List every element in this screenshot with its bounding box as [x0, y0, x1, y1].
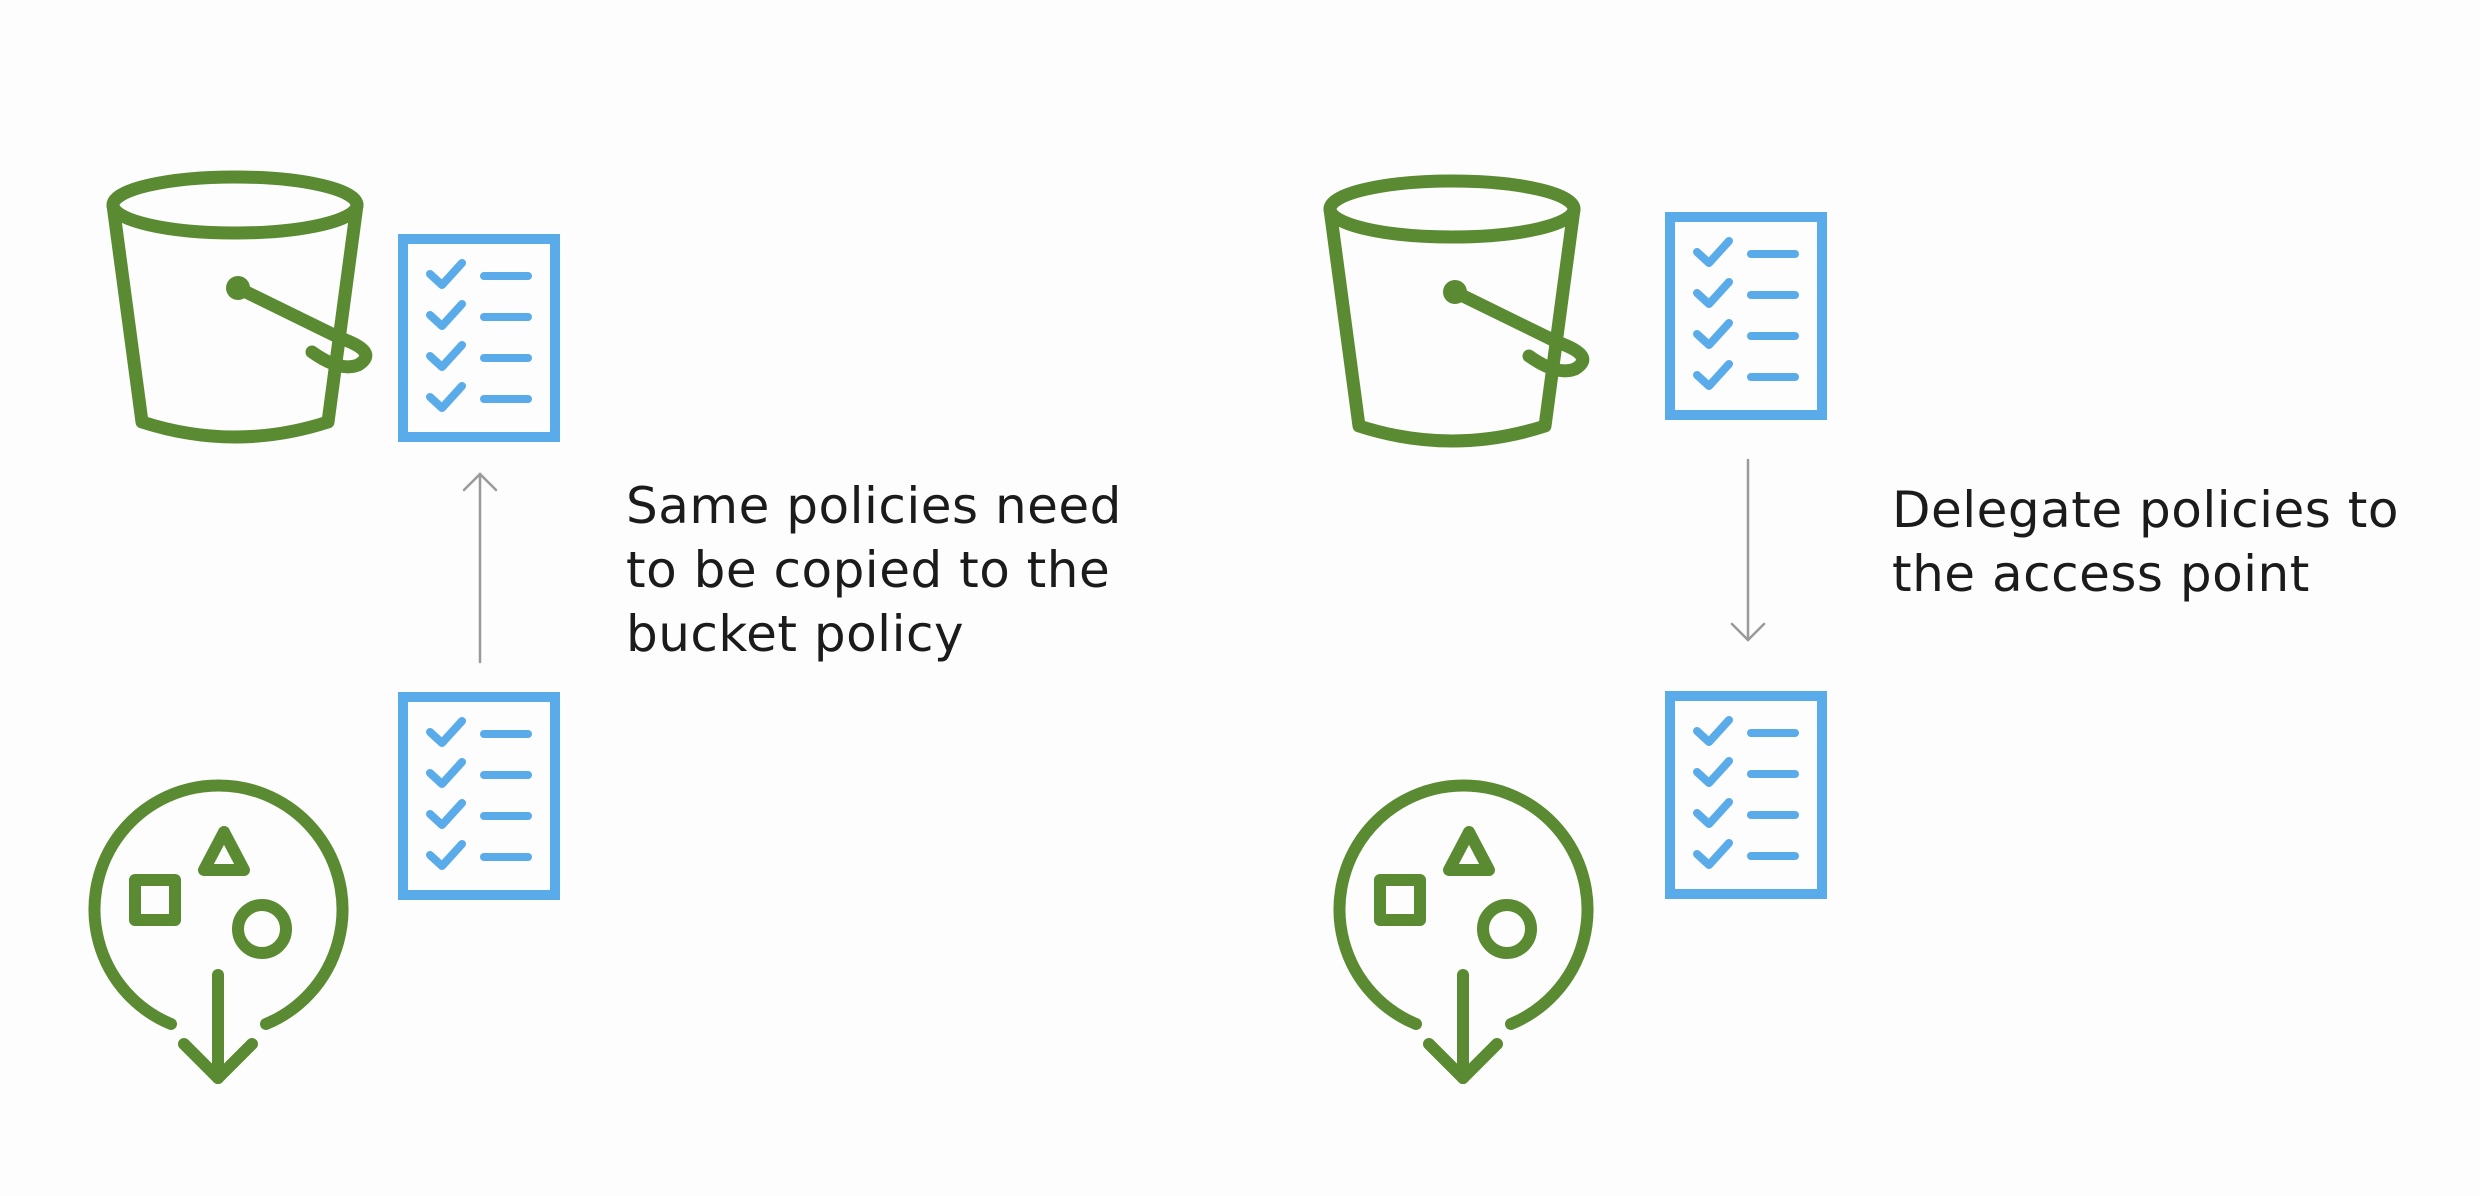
caption-line: to be copied to the	[626, 541, 1111, 599]
policy-document-icon	[398, 234, 560, 442]
s3-access-point-icon	[1333, 779, 1594, 1084]
policy-document-icon	[1665, 212, 1827, 420]
arrow-up-icon	[462, 472, 498, 664]
s3-access-point-icon	[88, 779, 349, 1084]
caption-line: Same policies need	[626, 477, 1122, 535]
panel-caption: Same policies need to be copied to the b…	[626, 474, 1122, 666]
caption-line: Delegate policies to	[1892, 481, 2399, 539]
panel-caption: Delegate policies to the access point	[1892, 478, 2399, 606]
s3-bucket-icon	[106, 170, 373, 444]
s3-bucket-icon	[1323, 174, 1590, 448]
arrow-down-icon	[1730, 458, 1766, 642]
caption-line: the access point	[1892, 545, 2310, 603]
policy-document-icon	[398, 692, 560, 900]
caption-line: bucket policy	[626, 605, 965, 663]
policy-document-icon	[1665, 691, 1827, 899]
